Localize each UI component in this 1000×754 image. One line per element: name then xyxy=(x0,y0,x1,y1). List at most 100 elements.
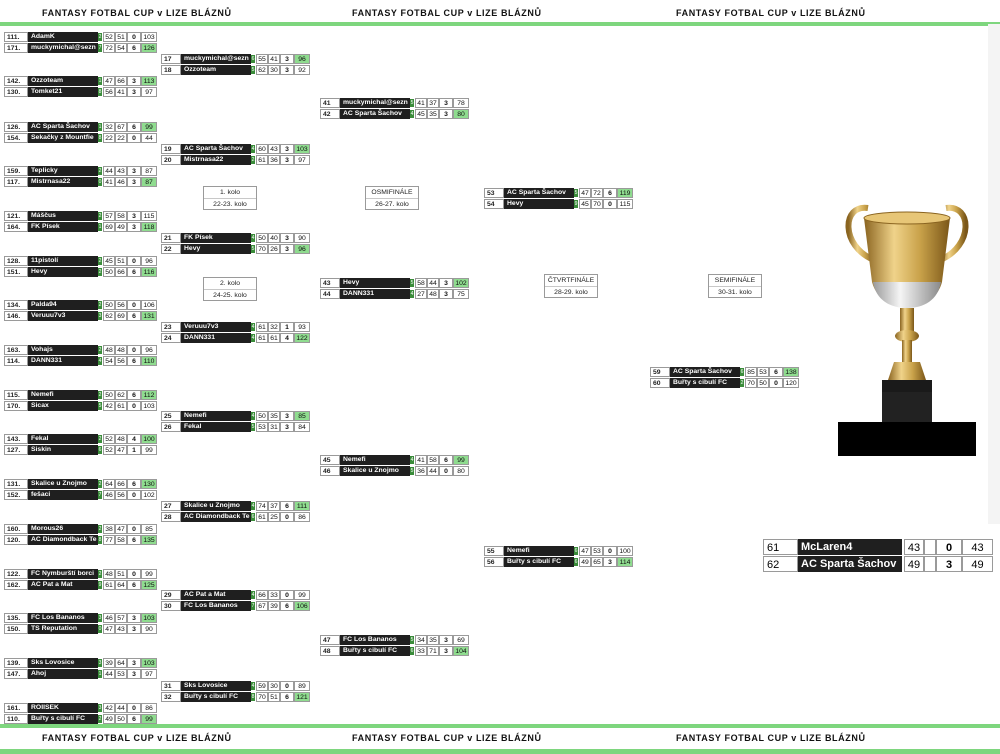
seed-number: 110. xyxy=(4,714,28,724)
team-name: Skalice u Znojmo xyxy=(340,466,410,476)
seed-number: 127. xyxy=(4,445,28,455)
seed-mark: 5 xyxy=(251,245,255,253)
team-name: Fekal xyxy=(28,434,98,444)
score-1: 61 xyxy=(103,580,115,590)
points: 6 xyxy=(127,580,141,590)
seed-number: 150. xyxy=(4,624,28,634)
points: 3 xyxy=(280,233,294,243)
team-name: Ozzoteam xyxy=(28,76,98,86)
final-seed: 61 xyxy=(763,539,798,555)
score-1: 61 xyxy=(256,333,268,343)
points: 6 xyxy=(127,714,141,724)
seed-number: 154. xyxy=(4,133,28,143)
score-2: 22 xyxy=(115,133,127,143)
score-1: 46 xyxy=(103,490,115,500)
points: 6 xyxy=(127,311,141,321)
seed-mark: 4 xyxy=(410,290,414,298)
seed-number: 25 xyxy=(161,411,181,421)
seed-mark: 6 xyxy=(740,368,744,376)
seed-number: 59 xyxy=(650,367,670,377)
team-name: fešaci xyxy=(28,490,98,500)
total-score: 102 xyxy=(453,278,469,288)
footer-title-2: FANTASY FOTBAL CUP v LIZE BLÁZNŮ xyxy=(352,733,542,743)
total-score: 114 xyxy=(617,557,633,567)
seed-mark: 2 xyxy=(98,346,102,354)
final-team: McLaren4 xyxy=(798,539,902,555)
points: 0 xyxy=(280,590,294,600)
seed-number: 160. xyxy=(4,524,28,534)
total-score: 112 xyxy=(141,390,157,400)
seed-mark: 2 xyxy=(98,167,102,175)
score-2: 57 xyxy=(115,613,127,623)
team-name: AC Pat a Mat xyxy=(28,580,98,590)
team-name: FC Los Bananos xyxy=(28,613,98,623)
score-1: 50 xyxy=(103,300,115,310)
score-2: 66 xyxy=(115,76,127,86)
seed-mark: 2 xyxy=(98,212,102,220)
score-2: 48 xyxy=(115,434,127,444)
seed-mark: 5 xyxy=(251,66,255,74)
score-2: 51 xyxy=(115,256,127,266)
seed-mark: 2 xyxy=(98,391,102,399)
points: 3 xyxy=(127,166,141,176)
total-score: 85 xyxy=(141,524,157,534)
total-score: 120 xyxy=(783,378,799,388)
seed-number: 27 xyxy=(161,501,181,511)
seed-mark: 1 xyxy=(98,223,102,231)
points: 0 xyxy=(280,512,294,522)
team-name: Nemefi xyxy=(504,546,574,556)
final-score-2 xyxy=(924,539,936,555)
final-row: 61 McLaren4 43 0 43 xyxy=(763,539,993,556)
seed-number: 45 xyxy=(320,455,340,465)
total-score: 44 xyxy=(141,133,157,143)
points: 3 xyxy=(439,289,453,299)
team-name: Palda94 xyxy=(28,300,98,310)
total-score: 90 xyxy=(294,233,310,243)
seed-number: 60 xyxy=(650,378,670,388)
points: 6 xyxy=(127,122,141,132)
points: 3 xyxy=(127,613,141,623)
points: 3 xyxy=(280,422,294,432)
seed-number: 120. xyxy=(4,535,28,545)
final-points: 3 xyxy=(936,556,962,572)
seed-mark: 3 xyxy=(98,659,102,667)
total-score: 99 xyxy=(141,445,157,455)
seed-number: 128. xyxy=(4,256,28,266)
trophy-image xyxy=(838,196,976,456)
team-name: Sekačky z Mountfie xyxy=(28,133,98,143)
score-1: 61 xyxy=(256,512,268,522)
score-2: 66 xyxy=(115,267,127,277)
score-2: 39 xyxy=(268,601,280,611)
total-score: 122 xyxy=(294,333,310,343)
seed-mark: 0 xyxy=(98,625,102,633)
seed-mark: 5 xyxy=(574,189,578,197)
total-score: 84 xyxy=(294,422,310,432)
score-2: 71 xyxy=(427,646,439,656)
score-2: 70 xyxy=(591,199,603,209)
team-name: Tomket21 xyxy=(28,87,98,97)
team-name: Buřty s cibulí FC xyxy=(504,557,574,567)
score-1: 50 xyxy=(103,267,115,277)
points: 6 xyxy=(769,367,783,377)
score-1: 42 xyxy=(103,401,115,411)
total-score: 80 xyxy=(453,109,469,119)
score-2: 48 xyxy=(427,289,439,299)
seed-number: 162. xyxy=(4,580,28,590)
total-score: 103 xyxy=(141,401,157,411)
total-score: 119 xyxy=(617,188,633,198)
score-2: 53 xyxy=(757,367,769,377)
team-name: TS Reputation xyxy=(28,624,98,634)
seed-number: 143. xyxy=(4,434,28,444)
seed-number: 161. xyxy=(4,703,28,713)
points: 3 xyxy=(127,669,141,679)
total-score: 135 xyxy=(141,535,157,545)
seed-mark: 2 xyxy=(740,379,744,387)
total-score: 86 xyxy=(141,703,157,713)
points: 1 xyxy=(127,445,141,455)
total-score: 130 xyxy=(141,479,157,489)
score-1: 55 xyxy=(256,54,268,64)
total-score: 97 xyxy=(141,87,157,97)
score-2: 41 xyxy=(268,54,280,64)
